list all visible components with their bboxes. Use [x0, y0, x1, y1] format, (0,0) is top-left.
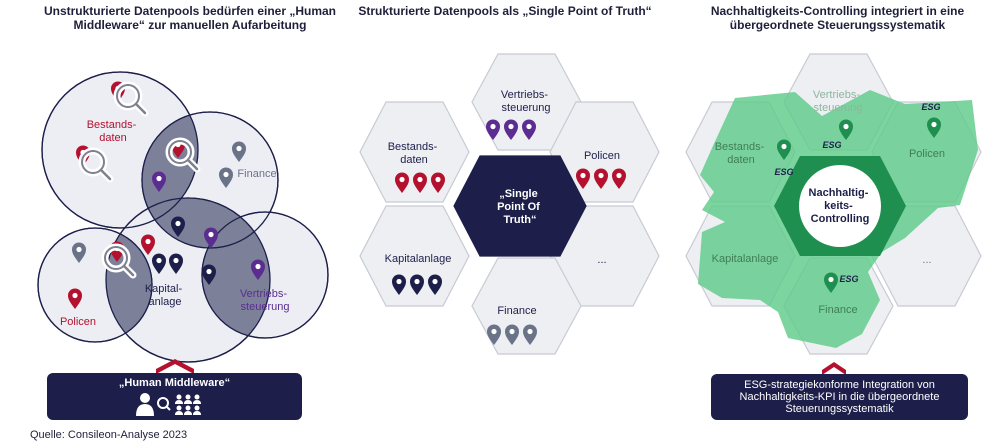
- source-note: Quelle: Consileon-Analyse 2023: [30, 429, 188, 441]
- title-sustainability: Nachhaltigkeits-Controlling integriert i…: [710, 4, 965, 32]
- label-bestandsdaten: Bestands- daten: [388, 141, 441, 166]
- structured-pools: [359, 53, 660, 355]
- label-kapitalanlage: Kapitalanlage: [385, 253, 452, 265]
- label-policen: Policen: [584, 150, 620, 162]
- label-dots: ...: [597, 254, 606, 266]
- esg-integration-box: ESG-strategiekonforme Integration von Na…: [711, 374, 968, 420]
- label-kapitalanlage: Kapitalanlage: [712, 253, 779, 265]
- title-structured: Strukturierte Datenpools als „Single Poi…: [358, 4, 652, 18]
- label-bestandsdaten: Bestands- daten: [87, 119, 140, 144]
- label-finance: Finance: [818, 304, 857, 316]
- esg-integration-text: ESG-strategiekonforme Integration von Na…: [739, 379, 940, 415]
- label-policen: Policen: [60, 316, 96, 328]
- label-dots: ...: [922, 254, 931, 266]
- esg-tag: ESG: [822, 140, 841, 150]
- label-bestandsdaten: Bestands- daten: [715, 141, 768, 166]
- esg-tag: ESG: [774, 167, 793, 177]
- circle-outlines: [37, 71, 329, 363]
- chevron-up-icon: [822, 362, 846, 375]
- label-vertriebssteuerung: Vertriebs- steuerung: [813, 89, 863, 114]
- controlling-core: [799, 165, 881, 247]
- label-vertriebssteuerung: Vertriebs- steuerung: [240, 288, 290, 313]
- chevron-up-icon: [156, 359, 194, 374]
- label-policen: Policen: [909, 148, 945, 160]
- label-nachhaltigkeits-controlling: Nachhaltig- keits- Controlling: [809, 187, 872, 225]
- people-search-icon: [136, 393, 201, 416]
- label-vertriebssteuerung: Vertriebs- steuerung: [501, 89, 551, 114]
- human-middleware-label: „Human Middleware“: [118, 377, 231, 389]
- esg-tag: ESG: [921, 102, 940, 112]
- label-kapitalanlage: Kapital- anlage: [145, 283, 185, 308]
- esg-tag: ESG: [839, 274, 858, 284]
- title-unstructured: Unstrukturierte Datenpools bedürfen eine…: [43, 4, 337, 32]
- hex-single-point-of-truth: [453, 155, 587, 257]
- label-finance: Finance: [237, 168, 276, 180]
- label-single-point-of-truth: „Single Point Of Truth“: [497, 188, 543, 226]
- human-middleware-box: „Human Middleware“: [47, 373, 302, 420]
- label-finance: Finance: [497, 305, 536, 317]
